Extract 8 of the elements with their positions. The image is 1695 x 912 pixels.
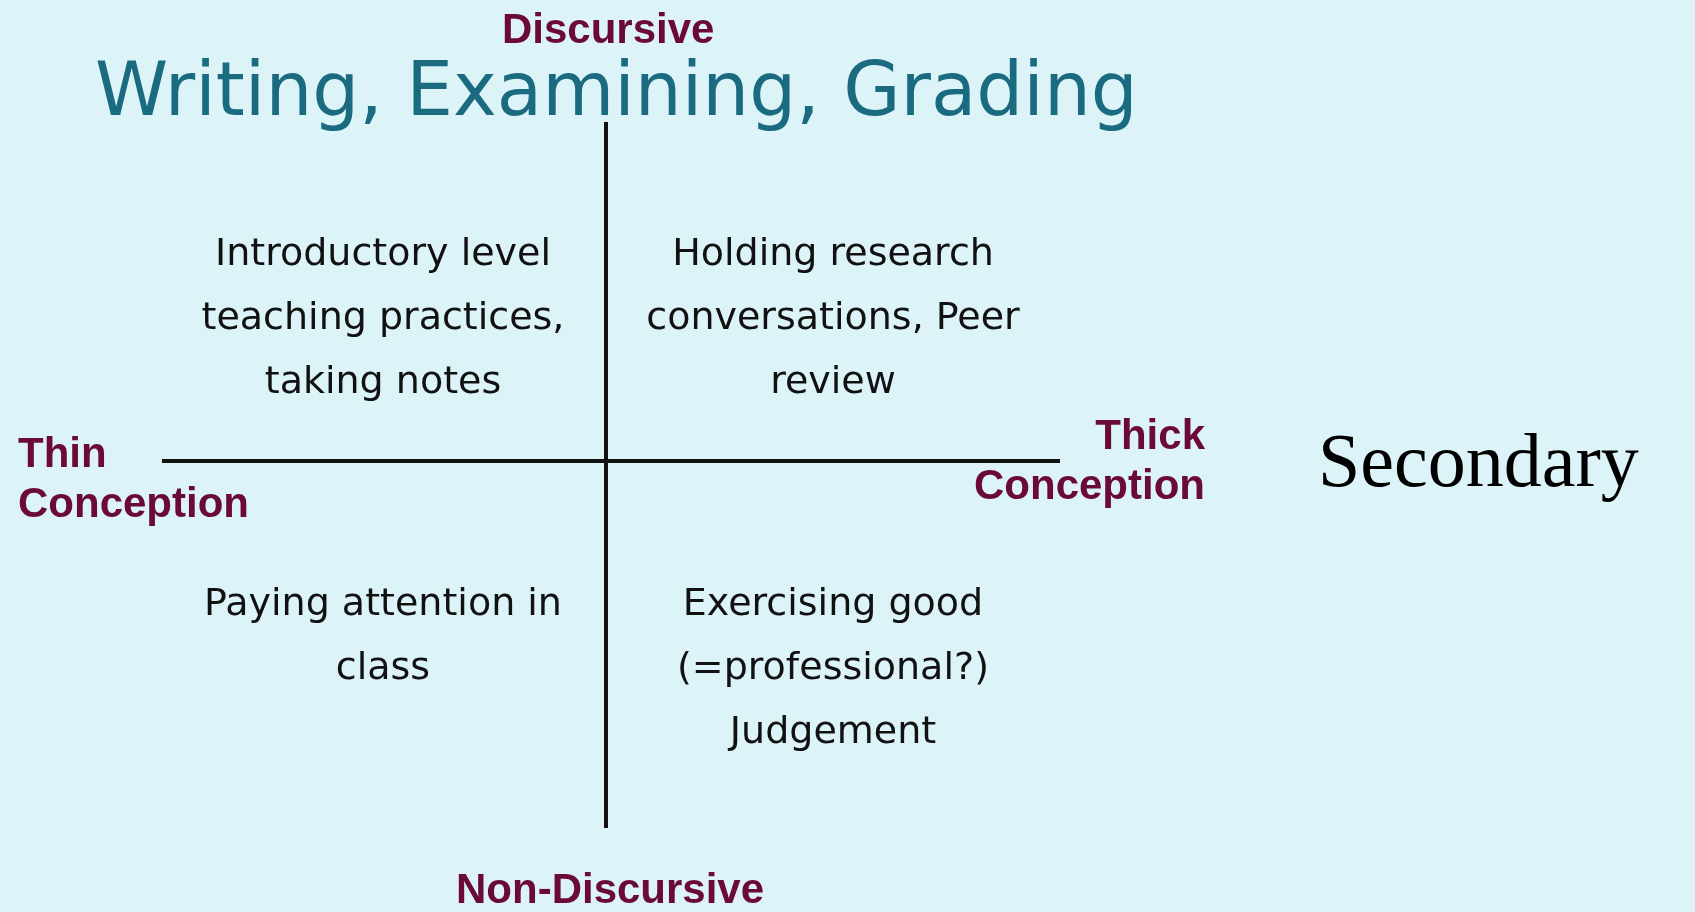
quadrant-text: Paying attention in class — [203, 579, 563, 690]
quadrant-text: Holding research conversations, Peer review — [645, 229, 1021, 404]
side-text: Secondary — [1318, 417, 1639, 504]
axis-label: Non-Discursive — [456, 864, 765, 912]
axis-label: Thin Conception — [18, 428, 250, 529]
quadrant-text: Exercising good (=professional?) Judgement — [676, 579, 990, 754]
quadrant-text: Introductory level teaching practices, taking notes — [200, 229, 566, 404]
axis-label: Thick Conception — [973, 410, 1205, 511]
